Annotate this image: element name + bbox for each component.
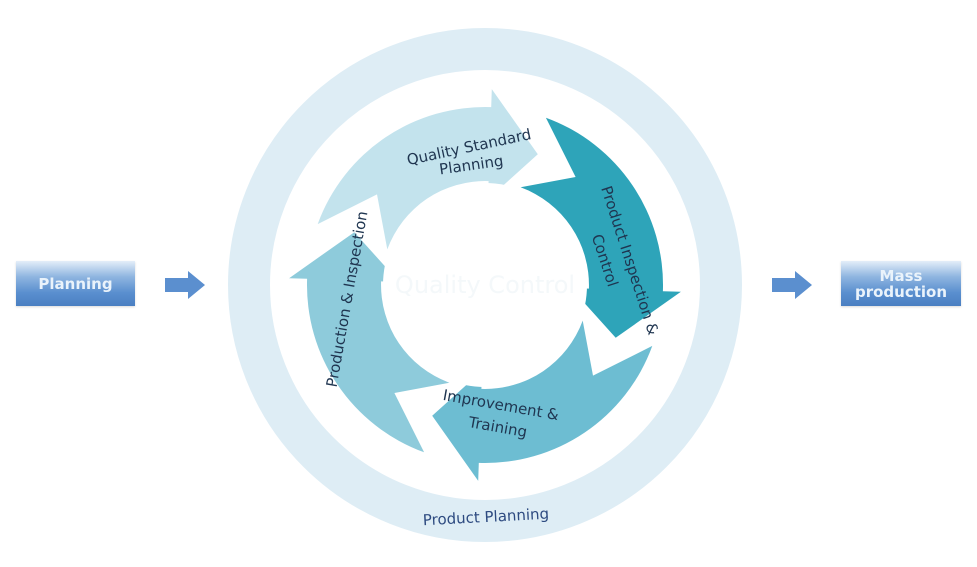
quality-standard-arrow	[317, 89, 538, 250]
product-planning-ring	[228, 28, 742, 542]
mass-production-line1: Mass	[879, 266, 923, 285]
center-disc	[383, 183, 587, 387]
mass-production-box: Mass production	[841, 261, 961, 306]
flow-arrow-in-icon	[165, 271, 205, 299]
planning-box: Planning	[16, 261, 135, 306]
improvement-arrow	[432, 320, 653, 481]
planning-label: Planning	[38, 274, 113, 293]
mass-production-line2: production	[854, 282, 948, 301]
flow-arrow-out-icon	[772, 271, 812, 299]
production-inspection-arrow	[289, 232, 450, 453]
center-label: Quality Control	[395, 271, 575, 299]
product-inspection-arrow	[520, 117, 681, 338]
